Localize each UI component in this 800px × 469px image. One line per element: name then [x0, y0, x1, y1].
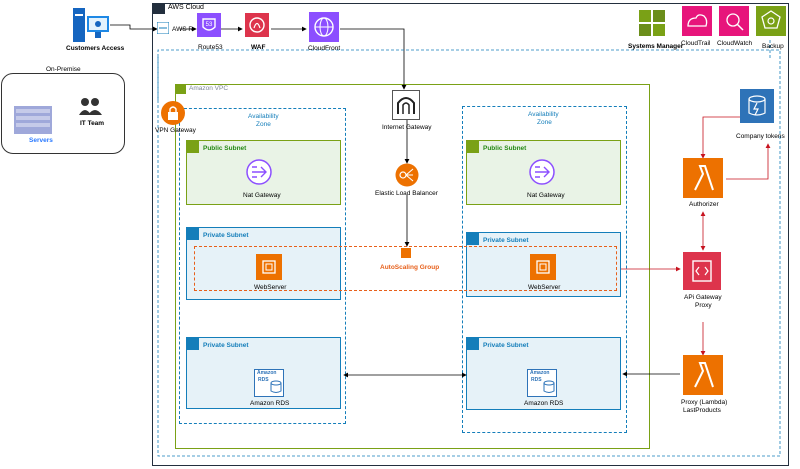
waf-label: WAF	[251, 44, 266, 51]
systems-manager-label: Systems Manager	[628, 43, 684, 50]
autoscaling-icon	[401, 248, 411, 258]
aws-cloud-logo	[152, 3, 165, 14]
webserver-right-label: WebServer	[528, 284, 561, 291]
nat-gateway-right-icon	[529, 159, 555, 185]
aws-cloud-group	[152, 3, 789, 466]
edge-customers-route	[110, 24, 158, 32]
cloudtrail-icon	[682, 6, 712, 36]
az-left-label-2: Zone	[256, 121, 271, 128]
servers-label: Servers	[29, 137, 53, 144]
vpc-group	[175, 84, 650, 449]
on-premise-label: On-Premise	[46, 66, 81, 73]
private-subnet-left-2-label: Private Subnet	[203, 342, 249, 349]
az-right-label-1: Availability	[528, 111, 559, 118]
availability-zone-right	[462, 106, 627, 433]
cloudfront-icon	[309, 12, 339, 42]
lock-icon	[187, 228, 199, 240]
elastic-load-balancer-icon	[395, 163, 419, 187]
edge-management-dashed	[157, 49, 781, 457]
customers-access-label: Customers Access	[66, 45, 125, 52]
vpc-label: Amazon VPC	[189, 85, 229, 92]
api-gateway-icon	[683, 252, 721, 290]
api-gateway-label-1: APi Gateway	[684, 294, 722, 301]
systems-manager-icon	[639, 10, 665, 36]
authorizer-label: Authorizer	[689, 201, 719, 208]
lock-icon	[467, 338, 479, 350]
aws-route-label: AWS R	[172, 26, 194, 33]
rds-right-icon	[527, 369, 557, 397]
rds-right-badge-1: Amazon	[530, 370, 550, 376]
route53-label: Route53	[198, 44, 223, 51]
lock-icon	[187, 338, 199, 350]
waf-icon	[245, 13, 269, 37]
rds-left-badge-1: Amazon	[257, 370, 277, 376]
private-subnet-left-1-label: Private Subnet	[203, 232, 249, 239]
public-subnet-left-label: Public Subnet	[203, 145, 247, 152]
internet-gateway-label: Internet Gateway	[382, 124, 432, 131]
rds-left-icon	[254, 369, 284, 397]
nat-gateway-left-icon	[246, 159, 272, 185]
webserver-left-icon	[256, 254, 282, 280]
rds-left-badge-2: RDS	[258, 377, 269, 383]
aws-route-icon	[157, 22, 169, 34]
aws-cloud-label: AWS Cloud	[168, 4, 204, 11]
webserver-right-icon	[530, 254, 556, 280]
authorizer-lambda-icon	[683, 158, 723, 198]
availability-zone-left	[179, 108, 346, 424]
cloudwatch-label: CloudWatch	[717, 40, 753, 47]
lock-icon	[467, 233, 479, 245]
backup-icon	[756, 6, 786, 36]
route53-icon: 53	[197, 13, 221, 37]
public-subnet-right-label: Public Subnet	[483, 145, 527, 152]
webserver-left-label: WebServer	[254, 284, 287, 291]
cloudwatch-icon	[719, 6, 749, 36]
vpc-icon	[175, 84, 186, 94]
edge-cloudfront-igw	[340, 28, 407, 90]
az-left-label-1: Availability	[248, 113, 279, 120]
proxy-lambda-label-2: LastProducts	[683, 407, 721, 414]
on-premise-group	[1, 73, 125, 154]
internet-gateway-icon	[392, 90, 420, 120]
vpn-gateway-label: VPN Gateway	[155, 127, 196, 134]
it-team-label: IT Team	[80, 120, 105, 127]
cloudfront-label: CloudFront	[308, 45, 341, 52]
proxy-lambda-label-1: Proxy (Lambda)	[681, 399, 728, 406]
lock-icon	[187, 141, 199, 153]
customers-access-icon	[73, 8, 109, 42]
servers-icon	[14, 106, 52, 134]
rds-left-label: Amazon RDS	[250, 400, 290, 407]
autoscaling-label: AutoScaling Group	[380, 264, 440, 271]
private-subnet-right-2-label: Private Subnet	[483, 342, 529, 349]
rds-right-badge-2: RDS	[531, 377, 542, 383]
company-tokens-label: Company tokens	[736, 133, 785, 140]
nat-gateway-left-label: Nat Gateway	[243, 192, 281, 199]
lock-icon	[467, 141, 479, 153]
api-gateway-label-2: Proxy	[695, 302, 712, 309]
vpn-gateway-icon	[161, 101, 185, 125]
it-team-icon	[79, 98, 102, 115]
rds-right-label: Amazon RDS	[524, 400, 564, 407]
edge-authorizer-tokens	[726, 143, 771, 180]
company-tokens-icon	[740, 89, 774, 123]
nat-gateway-right-label: Nat Gateway	[527, 192, 565, 199]
edge-tokens-authorizer	[700, 116, 740, 159]
az-right-label-2: Zone	[537, 119, 552, 126]
cloudtrail-label: CloudTrail	[681, 40, 711, 47]
backup-label: Backup	[762, 43, 784, 50]
elb-label: Elastic Load Balancer	[375, 190, 438, 197]
proxy-lambda-icon	[683, 355, 723, 395]
svg-text:53: 53	[206, 22, 213, 28]
private-subnet-right-1-label: Private Subnet	[483, 237, 529, 244]
